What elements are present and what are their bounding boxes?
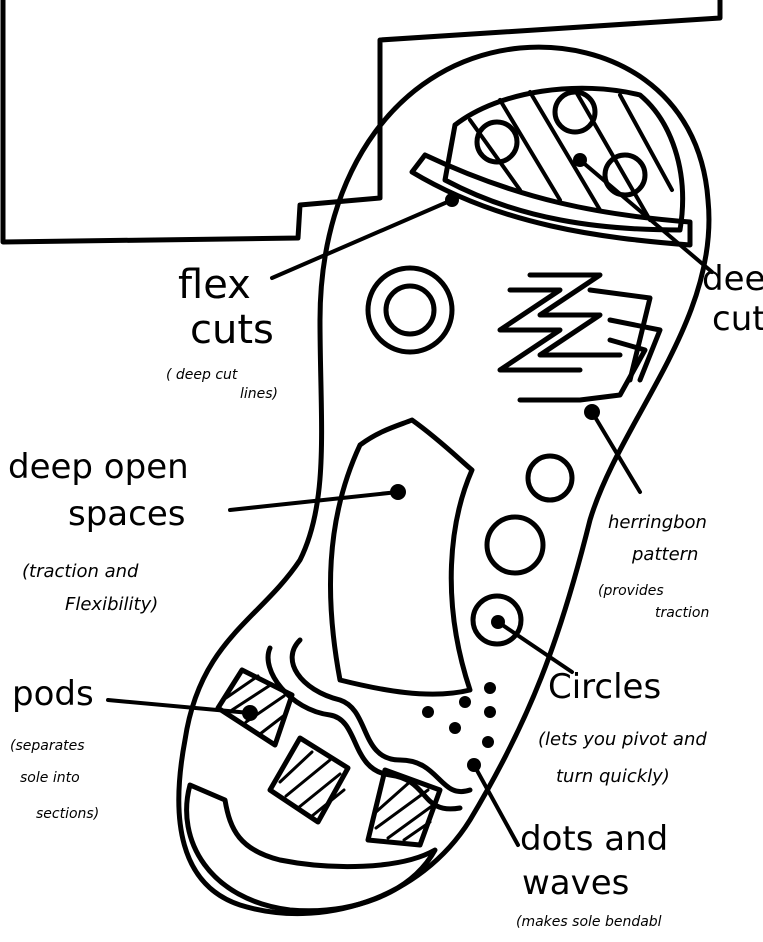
pivot-circle (528, 456, 572, 500)
flex-cuts-note-2: lines) (240, 386, 278, 402)
dots-waves-title: dots and (520, 819, 668, 859)
herringbone-note-2: traction (655, 605, 709, 621)
flex-cuts-title: flex (178, 262, 251, 308)
circles-note: (lets you pivot and (538, 729, 707, 750)
pods-title: pods (12, 674, 94, 714)
toe-region (445, 88, 683, 230)
toe-stripes (470, 90, 672, 220)
flex-cuts-title-2: cuts (190, 307, 274, 353)
pods-note-2: sole into (20, 770, 80, 786)
deep-cuts-title-2: cut (712, 299, 763, 339)
circles-title: Circles (548, 667, 661, 707)
deep-open-spaces-title-2: spaces (68, 494, 185, 534)
deep-open-spaces-note: (traction and (22, 561, 139, 582)
ring-inner (386, 286, 434, 334)
waves (268, 640, 470, 809)
flex-cuts-note: ( deep cut (166, 367, 238, 383)
herringbone-pattern (500, 275, 660, 400)
corner-box (3, 0, 720, 242)
dots-waves-title-2: waves (522, 863, 629, 903)
herringbone-title: herringbon (608, 512, 707, 533)
pods-note: (separates (10, 738, 85, 754)
herringbone-title-2: pattern (631, 544, 698, 565)
deep-open-spaces-title: deep open (8, 447, 189, 487)
heel-crescent (187, 785, 435, 911)
deep-cuts-title: dee (702, 259, 763, 299)
deep-open-spaces-note-2: Flexibility) (65, 594, 158, 615)
circles-note-2: turn quickly) (556, 766, 670, 787)
deep-open-space (330, 420, 472, 694)
pivot-circle (487, 517, 543, 573)
ring (368, 268, 452, 352)
dots-waves-note: (makes sole bendabl (516, 914, 662, 930)
herringbone-note: (provides (598, 583, 664, 599)
pods-note-3: sections) (36, 806, 99, 822)
